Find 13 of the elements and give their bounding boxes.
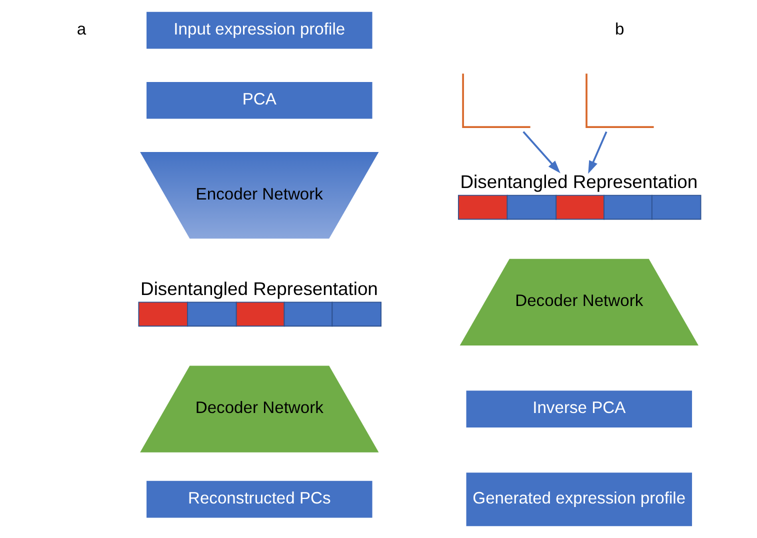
node-box: Input expression profile	[146, 12, 372, 49]
label: b	[615, 19, 624, 38]
arrow	[588, 131, 608, 174]
node-picture	[462, 74, 530, 128]
node-label: Disentangled Representation	[460, 170, 698, 192]
node-box: Generated expression profile	[466, 472, 692, 526]
node-picture	[586, 74, 654, 128]
node-label: Disentangled Representation	[140, 278, 378, 299]
label: a	[76, 19, 86, 38]
node-box: PCA	[146, 82, 372, 119]
node-box: Reconstructed PCs	[146, 480, 372, 518]
arrow	[522, 131, 560, 174]
node-box: Inverse PCA	[466, 390, 692, 428]
